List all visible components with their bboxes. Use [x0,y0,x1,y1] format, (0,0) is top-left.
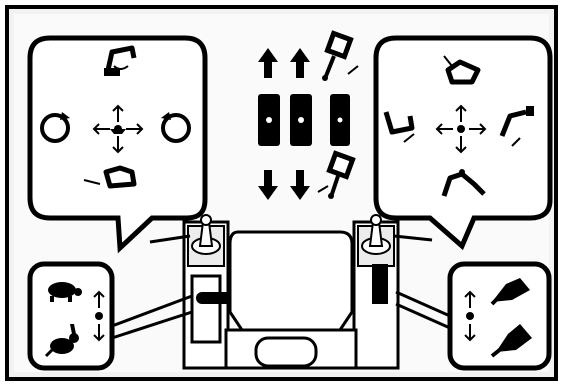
hammer-down-icon [490,324,532,358]
right-joystick-knob [361,214,391,255]
dozer-blade-down-icon [317,150,356,199]
arm-out-icon [499,106,534,147]
hammer-up-icon [490,278,530,306]
rotate-right-icon [161,112,191,143]
left-console-lever [196,292,232,304]
bucket-curl-icon [443,55,481,85]
right-joystick-bubble [373,35,553,251]
seat-cushion [254,336,318,368]
dozer-blade-up-icon [322,30,359,81]
right-console-switch [372,264,388,304]
rotate-left-icon [40,112,70,143]
seat-back [228,230,354,338]
left-joystick-bubble [27,35,208,254]
center-travel-panel [258,30,359,200]
left-joystick-knob [191,214,221,255]
arm-in-icon [383,111,415,143]
turtle-icon [48,282,82,302]
bucket-dump-icon [441,169,486,197]
boom-swing-return-icon [83,165,137,189]
rabbit-icon [44,324,79,358]
boom-swing-icon [104,45,137,76]
speed-panel [27,261,115,371]
operator-console [111,214,451,370]
attachment-panel [447,261,552,371]
